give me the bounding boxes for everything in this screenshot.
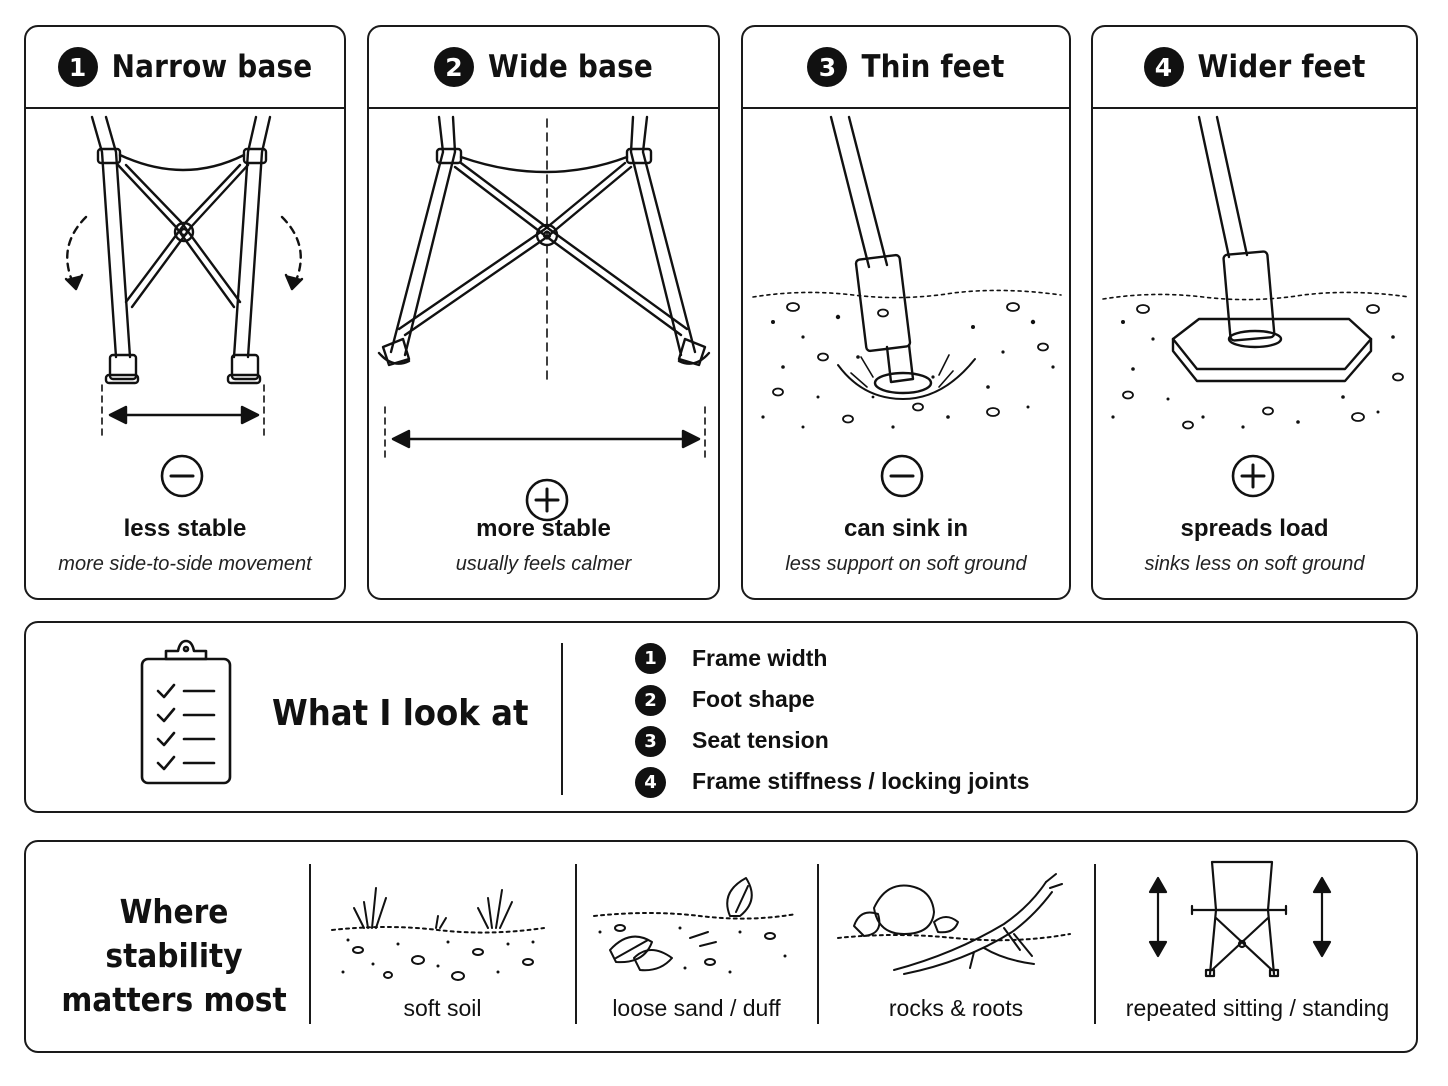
condition-label: rocks & roots xyxy=(888,995,1024,1021)
checklist-panel: What I look at 1 Frame width 2 Foot shap… xyxy=(24,621,1418,813)
conditions-title-line2: matters most xyxy=(61,980,287,1019)
stability-note: sinks less on soft ground xyxy=(1144,553,1365,575)
panel-wider-feet: 4 Wider feet s xyxy=(1091,25,1418,600)
panel-thin-feet: 3 Thin feet xyxy=(741,25,1071,600)
stability-label: less stable xyxy=(123,515,247,542)
panel-header: 1 Narrow base xyxy=(26,27,344,109)
item-number-badge: 2 xyxy=(635,685,666,716)
stability-note: more side-to-side movement xyxy=(58,553,312,575)
panel-header: 4 Wider feet xyxy=(1093,27,1416,109)
step-number-badge: 4 xyxy=(1143,47,1184,87)
divider xyxy=(309,864,311,1024)
step-number-badge: 2 xyxy=(433,47,474,87)
wide-base-chair-illustration xyxy=(377,115,711,522)
conditions-panel: Where stability matters most soft soil xyxy=(24,840,1418,1053)
soft-soil-illustration xyxy=(331,887,545,981)
divider xyxy=(817,864,819,1024)
item-number-badge: 3 xyxy=(635,726,666,757)
conditions-title: Where stability matters most xyxy=(46,890,302,1022)
conditions-title-line1: Where stability xyxy=(105,892,243,975)
item-text: Seat tension xyxy=(692,727,829,753)
item-text: Foot shape xyxy=(692,686,815,712)
panel-wide-base: 2 Wide base more stable usually f xyxy=(367,25,720,600)
checklist-title: What I look at xyxy=(272,693,529,734)
panel-narrow-base: 1 Narrow base xyxy=(24,25,346,600)
loose-sand-illustration xyxy=(593,877,797,974)
panel-title: Wide base xyxy=(487,49,654,85)
condition-label: soft soil xyxy=(403,995,482,1021)
divider xyxy=(1094,864,1096,1024)
stability-label: more stable xyxy=(476,515,611,542)
stability-note: less support on soft ground xyxy=(785,553,1027,575)
panel-header: 3 Thin feet xyxy=(743,27,1069,109)
item-text: Frame width xyxy=(692,645,828,671)
panel-title: Wider feet xyxy=(1197,49,1366,85)
wide-foot-pad-illustration xyxy=(1102,115,1410,498)
item-number-badge: 1 xyxy=(635,643,666,674)
condition-label: loose sand / duff xyxy=(612,995,781,1021)
thin-foot-sinking-illustration xyxy=(752,115,1062,498)
rocks-roots-illustration xyxy=(837,873,1071,975)
divider xyxy=(561,643,563,795)
panel-title: Thin feet xyxy=(861,49,1005,85)
camp-chair-up-down-icon xyxy=(1148,860,1332,978)
step-number-badge: 3 xyxy=(807,47,848,87)
stability-label: can sink in xyxy=(843,515,969,542)
divider xyxy=(575,864,577,1024)
condition-label: repeated sitting / standing xyxy=(1125,995,1390,1021)
stability-note: usually feels calmer xyxy=(455,553,632,575)
step-number-badge: 1 xyxy=(57,47,98,87)
panel-title: Narrow base xyxy=(111,49,313,85)
item-number-badge: 4 xyxy=(635,767,666,798)
panel-header: 2 Wide base xyxy=(369,27,718,109)
stability-label: spreads load xyxy=(1180,515,1329,542)
narrow-base-chair-illustration xyxy=(64,115,304,498)
item-text: Frame stiffness / locking joints xyxy=(692,768,1030,794)
clipboard-checklist-icon xyxy=(140,639,232,785)
